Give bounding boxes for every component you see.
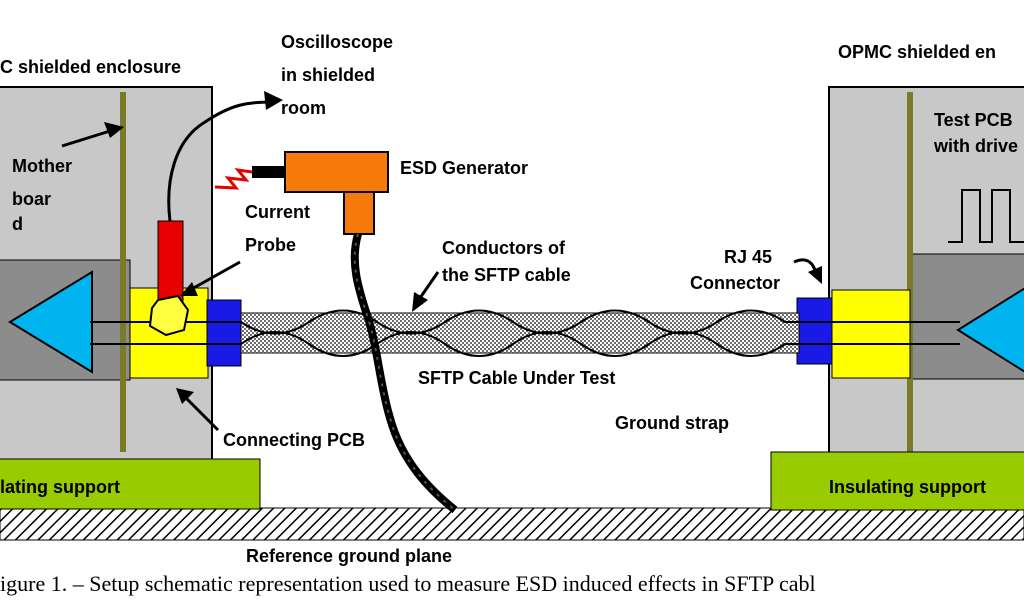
right-rj45-connector: [796, 297, 833, 365]
oscilloscope-probe-wire: [167, 100, 273, 222]
right-motherboard-line: [907, 92, 913, 452]
test-pcb-line-1: Test PCB: [934, 110, 1013, 130]
motherboard-arrow: [61, 129, 111, 148]
oscilloscope-line-1: Oscilloscope: [281, 32, 393, 52]
left-motherboard-line: [120, 92, 126, 452]
ground-plane-label: Reference ground plane: [246, 546, 452, 566]
left-insulating-support: [0, 458, 261, 510]
ground-strap-label: Ground strap: [615, 413, 729, 433]
right-insulating-support: [770, 451, 1024, 511]
connecting-pcb-label: Connecting PCB: [223, 430, 365, 450]
test-pcb-line-2: with drive: [933, 136, 1018, 156]
connecting-pcb-arrow: [184, 396, 220, 432]
current-probe-line-2: Probe: [245, 235, 296, 255]
discharge-spark-icon: [214, 167, 253, 190]
esd-generator: [252, 151, 389, 235]
current-probe: [157, 220, 184, 302]
esd-generator-label: ESD Generator: [400, 158, 528, 178]
conductors-arrow: [418, 271, 440, 299]
oscilloscope-line-3: room: [281, 98, 326, 118]
current-probe-arrowhead: [180, 282, 198, 296]
ground-strap-highlight: [353, 233, 456, 511]
right-support-label: Insulating support: [829, 477, 986, 497]
oscilloscope-arrowhead: [264, 91, 283, 110]
square-wave-icon: [948, 189, 1024, 243]
rj45-line-2: Connector: [690, 273, 780, 293]
connecting-pcb-arrowhead: [176, 388, 194, 404]
conductors-line-1: Conductors of: [442, 238, 566, 258]
rj45-arrowhead: [808, 266, 822, 284]
current-probe-clamp: [148, 294, 190, 337]
motherboard-line-3: d: [12, 214, 23, 234]
cable-label: SFTP Cable Under Test: [418, 368, 615, 388]
conductors-arrowhead: [412, 292, 428, 312]
left-enclosure-title: C shielded enclosure: [0, 57, 181, 77]
right-shielded-enclosure: [796, 86, 1024, 461]
motherboard-line-1: Mother: [12, 156, 72, 176]
sftp-cable: [240, 309, 800, 357]
left-shielded-enclosure: [0, 86, 242, 461]
right-connecting-pcb: [831, 289, 911, 379]
figure-caption: igure 1. – Setup schematic representatio…: [0, 571, 816, 596]
right-enclosure-title: OPMC shielded en: [838, 42, 996, 62]
left-rj45-connector: [206, 299, 242, 367]
current-probe-line-1: Current: [245, 202, 310, 222]
oscilloscope-line-2: in shielded: [281, 65, 375, 85]
conductors-line-2: the SFTP cable: [442, 265, 571, 285]
current-probe-arrow: [189, 260, 241, 292]
reference-ground-plane: [0, 507, 1024, 541]
motherboard-arrowhead: [104, 122, 124, 138]
left-support-label: lating support: [0, 477, 120, 497]
right-driver-triangle: [956, 287, 1024, 373]
motherboard-line-2: boar: [12, 189, 51, 209]
rj45-line-1: RJ 45: [724, 247, 772, 267]
